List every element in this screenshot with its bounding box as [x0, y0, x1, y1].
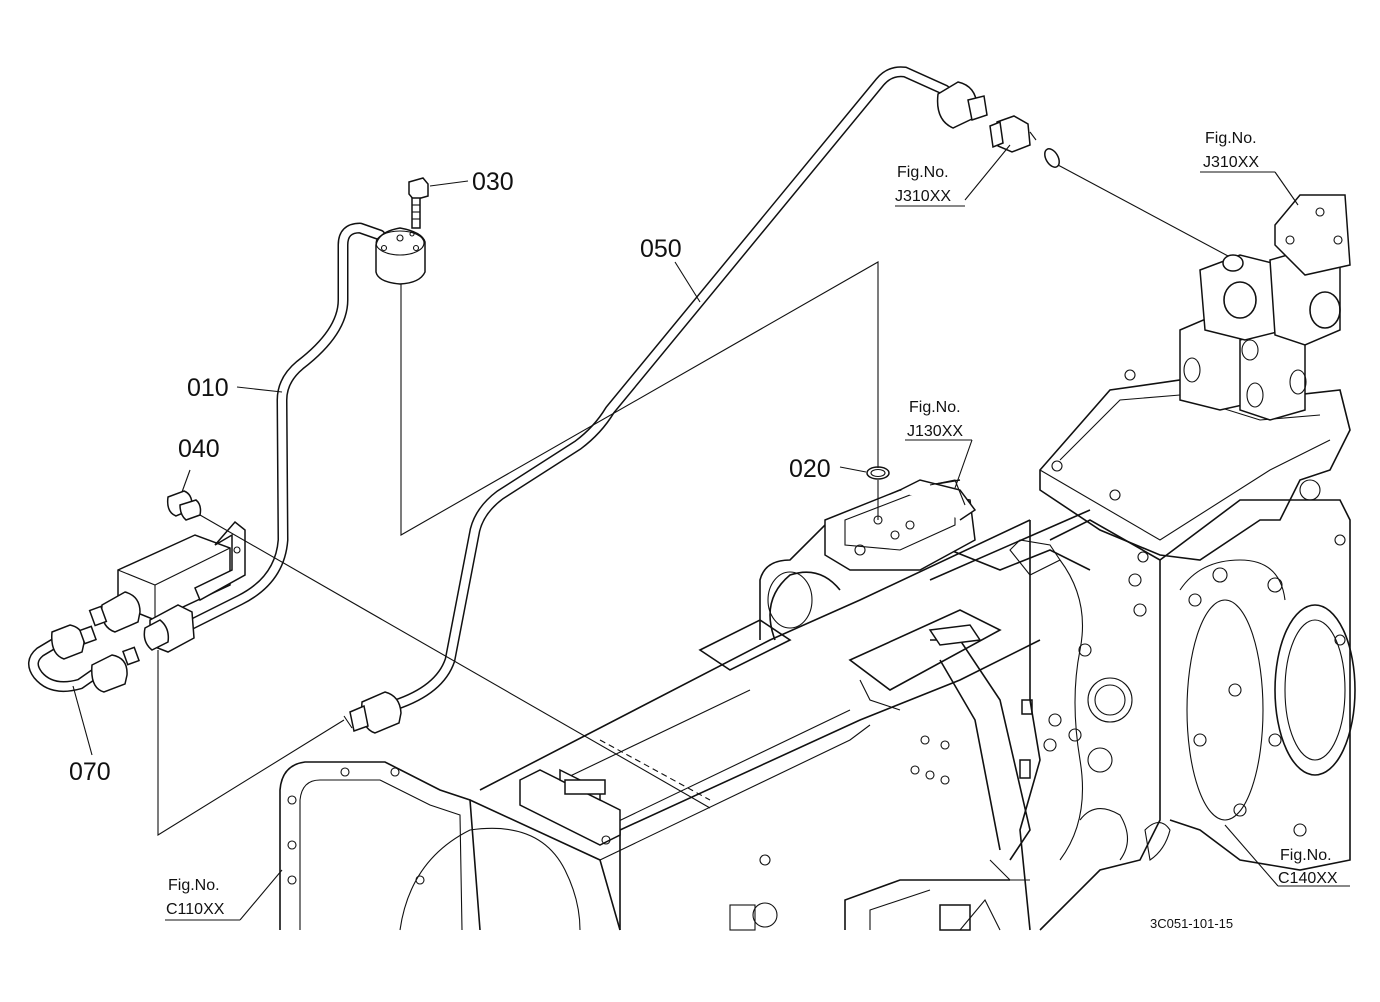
- control-valve-assembly: [1039, 194, 1351, 563]
- fig-ref-c110: Fig.No. C110XX: [166, 877, 225, 918]
- fig-ref-title: Fig.No.: [1280, 847, 1332, 864]
- drawing-code: 3C051-101-15: [1150, 916, 1233, 931]
- fig-ref-code: C140XX: [1278, 870, 1338, 887]
- label-070: 070: [69, 758, 111, 786]
- fig-ref-title: Fig.No.: [897, 164, 949, 181]
- o-ring-020: [866, 466, 890, 480]
- plug-040: [166, 490, 202, 521]
- flange-010: [375, 227, 426, 285]
- fig-ref-title: Fig.No.: [1205, 130, 1257, 147]
- label-050: 050: [640, 235, 682, 263]
- transmission-housing: [279, 479, 1356, 931]
- fig-ref-code: C110XX: [166, 901, 225, 918]
- fig-ref-title: Fig.No.: [168, 877, 220, 894]
- pipe-070: [28, 624, 140, 693]
- fig-ref-code: J130XX: [907, 423, 963, 440]
- pipe-010: [180, 222, 386, 633]
- fig-ref-j310-left: Fig.No. J310XX: [895, 164, 951, 205]
- fig-ref-c140: Fig.No. C140XX: [1278, 847, 1338, 887]
- label-040: 040: [178, 435, 220, 463]
- fig-ref-title: Fig.No.: [909, 399, 961, 416]
- auxiliary-valve-block: [824, 479, 977, 571]
- fig-ref-j130: Fig.No. J130XX: [907, 399, 963, 440]
- fig-ref-code: J310XX: [1203, 154, 1259, 171]
- fitting-050-upper: [936, 81, 1060, 168]
- bolt-030: [408, 177, 429, 229]
- label-030: 030: [472, 168, 514, 196]
- pipe-050: [389, 66, 951, 711]
- fitting-050-lower: [343, 691, 402, 734]
- leader-lines: [72, 144, 1350, 921]
- assembly-guide-lines: [157, 164, 1229, 836]
- fig-ref-code: J310XX: [895, 188, 951, 205]
- label-020: 020: [789, 455, 831, 483]
- label-010: 010: [187, 374, 229, 402]
- connector-block: [88, 520, 246, 653]
- fig-ref-j310-right: Fig.No. J310XX: [1203, 130, 1259, 171]
